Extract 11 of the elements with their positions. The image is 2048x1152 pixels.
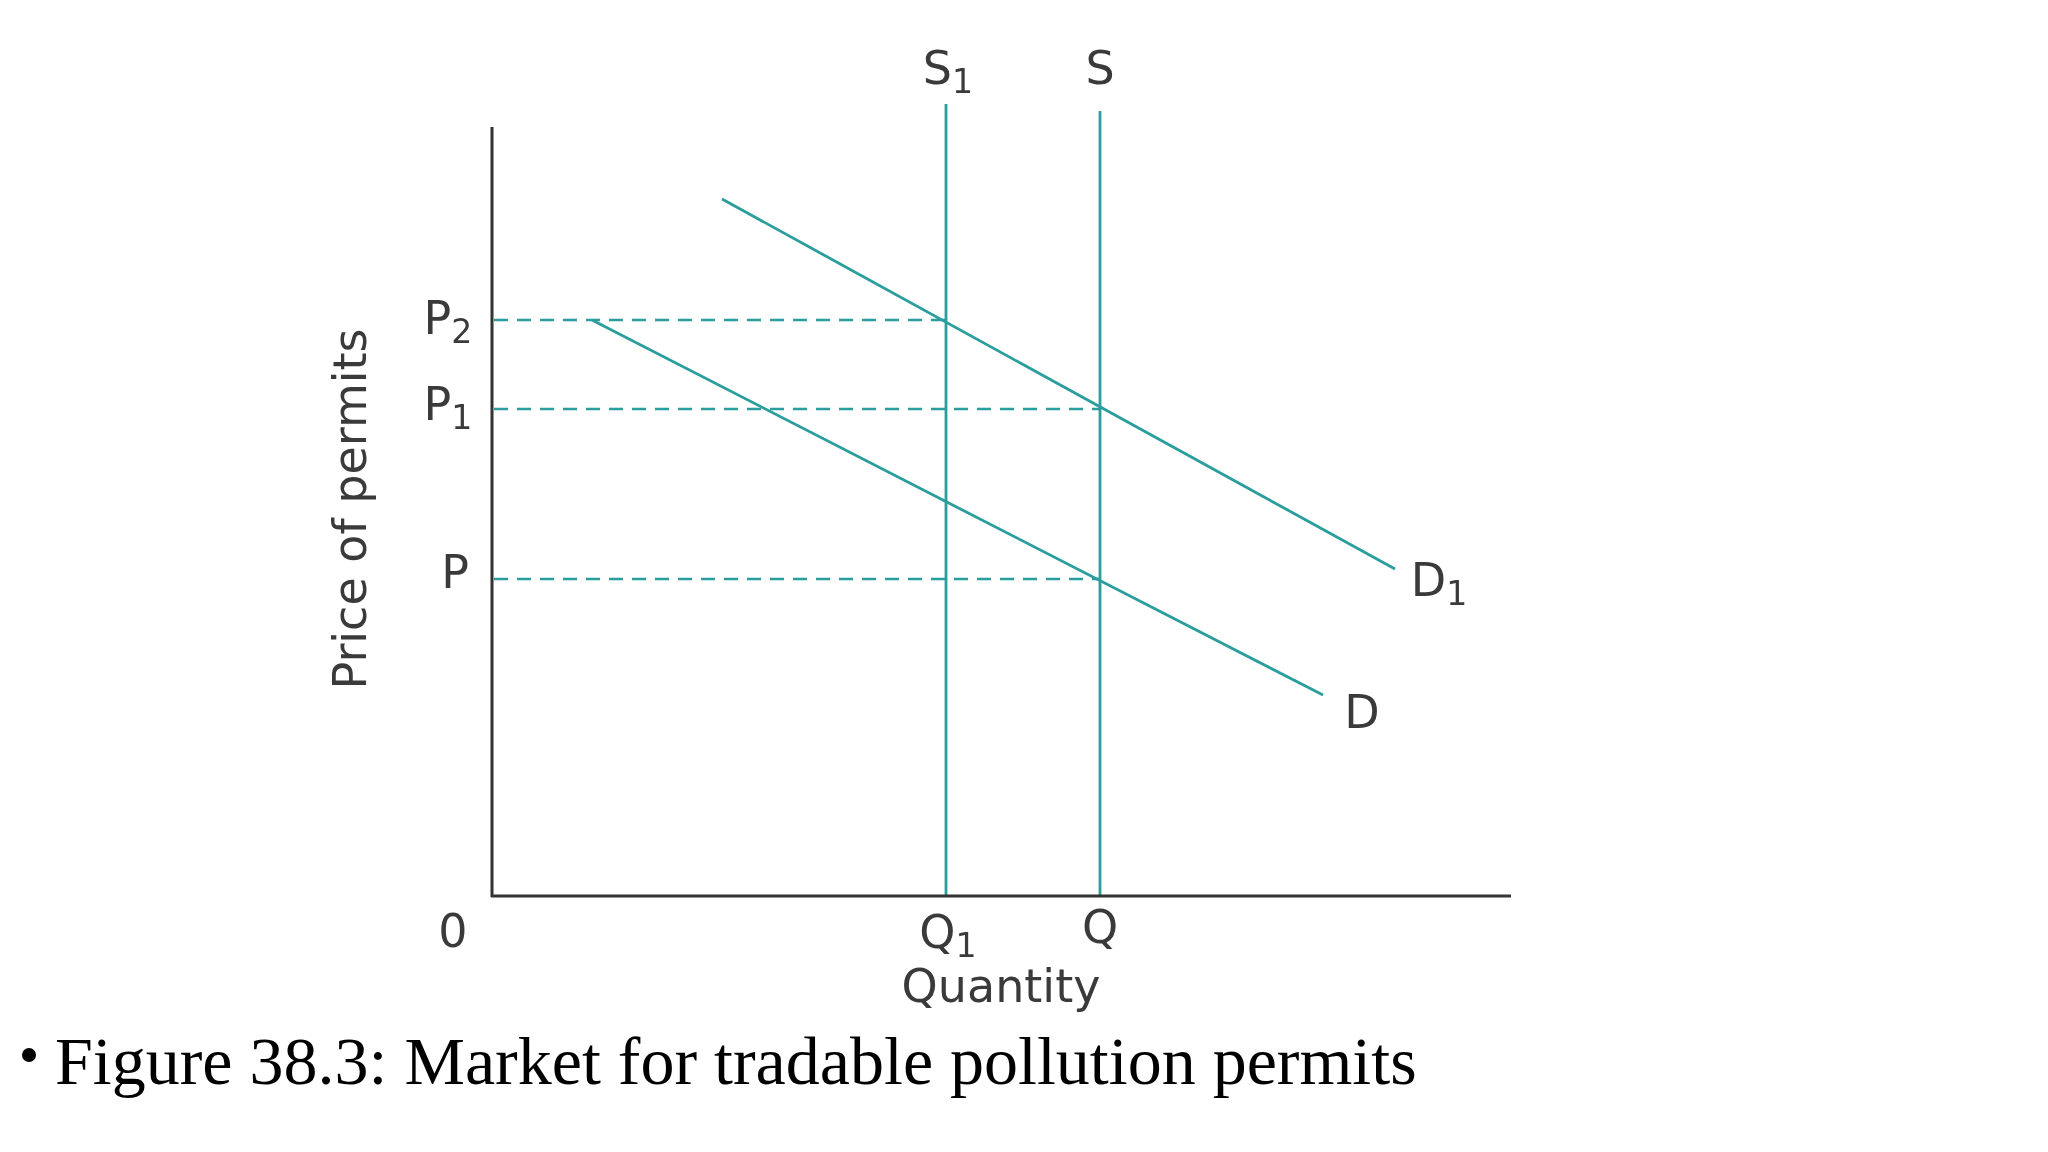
curve-label: D$_{1}$ [1410,557,1468,603]
tick-label: Q$_{1}$ [919,909,977,955]
tick-label: Q [1081,904,1119,950]
curve-label: D [1344,689,1380,735]
tick-label: 0 [438,908,468,954]
curve-label: S$_{1}$ [922,45,974,91]
figure-caption: Figure 38.3: Market for tradable pollution permits [55,1024,1417,1099]
curve-label: S [1085,45,1115,91]
tick-label: P [441,549,469,595]
tick-label: P$_{2}$ [423,295,473,341]
tick-label: P$_{1}$ [423,381,473,427]
